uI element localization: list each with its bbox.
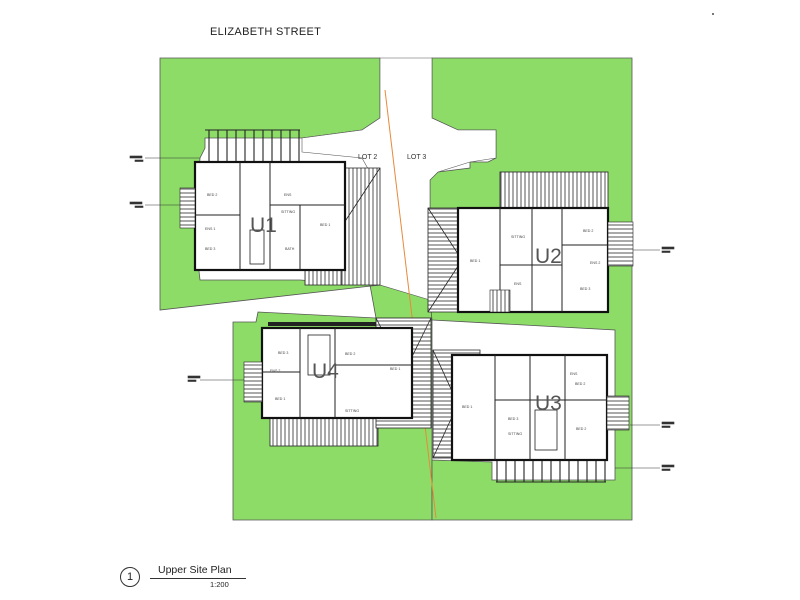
svg-text:ENS 1: ENS 1 xyxy=(205,227,215,231)
svg-text:BED 3: BED 3 xyxy=(205,247,215,251)
svg-text:ENS: ENS xyxy=(514,282,522,286)
shared-driveway xyxy=(301,57,497,301)
svg-text:ENS 2: ENS 2 xyxy=(590,261,600,265)
drawing-scale: 1:200 xyxy=(210,580,229,589)
svg-text:SITTING: SITTING xyxy=(345,409,359,413)
svg-text:ENS: ENS xyxy=(570,372,578,376)
svg-text:BED 3: BED 3 xyxy=(508,417,518,421)
svg-text:ENS: ENS xyxy=(284,193,292,197)
svg-text:BED 3: BED 3 xyxy=(580,287,590,291)
svg-text:ENS 2: ENS 2 xyxy=(270,369,280,373)
svg-text:BED 2: BED 2 xyxy=(583,229,593,233)
svg-text:SITTING: SITTING xyxy=(511,235,525,239)
unit-3-label: U3 xyxy=(535,392,562,415)
roof-u2-side xyxy=(427,207,463,313)
svg-text:BED 1: BED 1 xyxy=(462,405,472,409)
svg-text:SITTING: SITTING xyxy=(281,210,295,214)
drawing-title-block: 1 Upper Site Plan 1:200 xyxy=(120,564,280,596)
roof-u2-top xyxy=(499,171,609,213)
svg-text:BATH: BATH xyxy=(285,247,295,251)
unit-4-floor-plan: BED 3 ENS 2 BED 1 BED 2 BED 1 SITTING xyxy=(243,317,432,447)
svg-text:BED 1: BED 1 xyxy=(390,367,400,371)
drawing-number: 1 xyxy=(120,567,140,587)
unit-1-label: U1 xyxy=(250,214,277,237)
unit-4-walls xyxy=(260,326,414,420)
lot-2-label: LOT 2 xyxy=(358,154,377,161)
svg-text:BED 2: BED 2 xyxy=(345,352,355,356)
unit-2-floor-plan: BED 1 SITTING BED 2 BED 3 ENS ENS 2 xyxy=(427,171,634,314)
svg-text:BED 1: BED 1 xyxy=(320,223,330,227)
svg-text:BED 1: BED 1 xyxy=(275,397,285,401)
unit-4-label: U4 xyxy=(312,360,339,383)
svg-text:BED 2: BED 2 xyxy=(576,427,586,431)
unit-2-walls xyxy=(456,206,610,314)
drawing-title: Upper Site Plan xyxy=(158,564,232,576)
unit-3-floor-plan: BED 1 BED 3 SITTING BED 2 BED 2 ENS xyxy=(432,349,630,483)
lot-3-label: LOT 3 xyxy=(407,154,426,161)
unit-2-label: U2 xyxy=(535,245,562,268)
title-underline xyxy=(150,578,246,579)
lot-boundary-line xyxy=(384,89,437,519)
svg-text:BED 2: BED 2 xyxy=(207,193,217,197)
svg-text:BED 2: BED 2 xyxy=(575,382,585,386)
corner-mark xyxy=(712,13,714,15)
svg-text:SITTING: SITTING xyxy=(508,432,522,436)
street-name-label: ELIZABETH STREET xyxy=(210,26,322,38)
unit-1-floor-plan: BED 2 ENS 1 ENS SITTING BED 1 BATH BED 3 xyxy=(179,129,381,286)
svg-text:BED 3: BED 3 xyxy=(278,351,288,355)
svg-text:BED 1: BED 1 xyxy=(470,259,480,263)
annotation-leaders xyxy=(129,155,675,471)
